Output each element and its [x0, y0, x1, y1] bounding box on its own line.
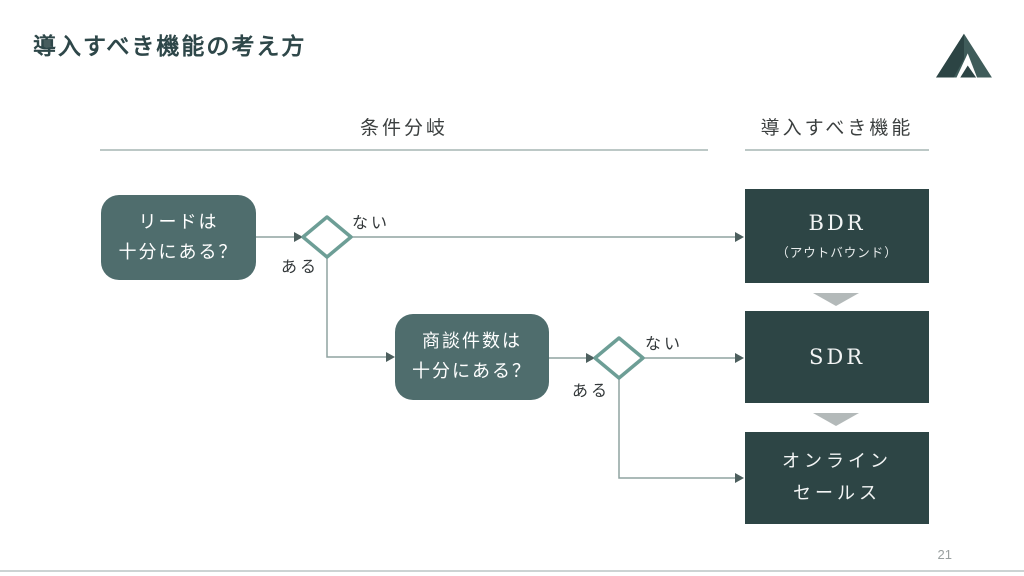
question-box-leads-line1: リードは	[138, 211, 219, 233]
result-box-bdr-subtitle: （アウトバウンド）	[776, 245, 898, 260]
page-title: 導入すべき機能の考え方	[33, 33, 307, 59]
branch-label-no-1: ない	[352, 213, 391, 232]
branch-label-yes-1: ある	[281, 257, 320, 276]
result-box-bdr-title: BDR	[808, 211, 866, 235]
connector-d1-q2	[326, 257, 386, 358]
arrowhead-icon	[294, 232, 303, 242]
result-box-sdr: SDR	[745, 311, 929, 403]
chevron-down-triangle-icon	[813, 413, 859, 426]
column-header-features: 導入すべき機能	[760, 117, 914, 139]
result-box-online-line2: セールス	[793, 483, 881, 504]
question-box-deals-line1: 商談件数は	[422, 331, 522, 352]
page-number: 21	[937, 547, 952, 562]
question-box-leads: リードは 十分にある？	[101, 195, 256, 280]
branch-label-no-2: ない	[645, 334, 684, 353]
result-box-sdr-title: SDR	[808, 345, 866, 369]
arrowhead-icon	[586, 353, 595, 363]
branch-label-yes-2: ある	[572, 381, 611, 400]
conditions-divider	[100, 149, 708, 151]
arrowhead-icon	[735, 353, 744, 363]
chevron-down-triangle-icon	[813, 293, 859, 306]
arrowhead-icon	[735, 473, 744, 483]
column-header-conditions: 条件分岐	[359, 117, 448, 139]
question-box-leads-line2: 十分にある？	[118, 241, 239, 263]
bottom-rule	[0, 570, 1024, 572]
result-box-online-sales: オンライン セールス	[745, 432, 929, 524]
result-box-bdr: BDR （アウトバウンド）	[745, 189, 929, 283]
pyramid-logo-icon	[936, 33, 992, 78]
features-divider	[745, 149, 929, 151]
connector-d2-online	[618, 378, 736, 479]
decision-diamond-1	[301, 215, 353, 259]
decision-diamond-2	[593, 336, 645, 380]
question-box-deals-line2: 十分にある？	[412, 361, 532, 382]
question-box-deals: 商談件数は 十分にある？	[395, 314, 549, 400]
result-box-online-line1: オンライン	[782, 451, 892, 472]
arrowhead-icon	[386, 352, 395, 362]
arrowhead-icon	[735, 232, 744, 242]
